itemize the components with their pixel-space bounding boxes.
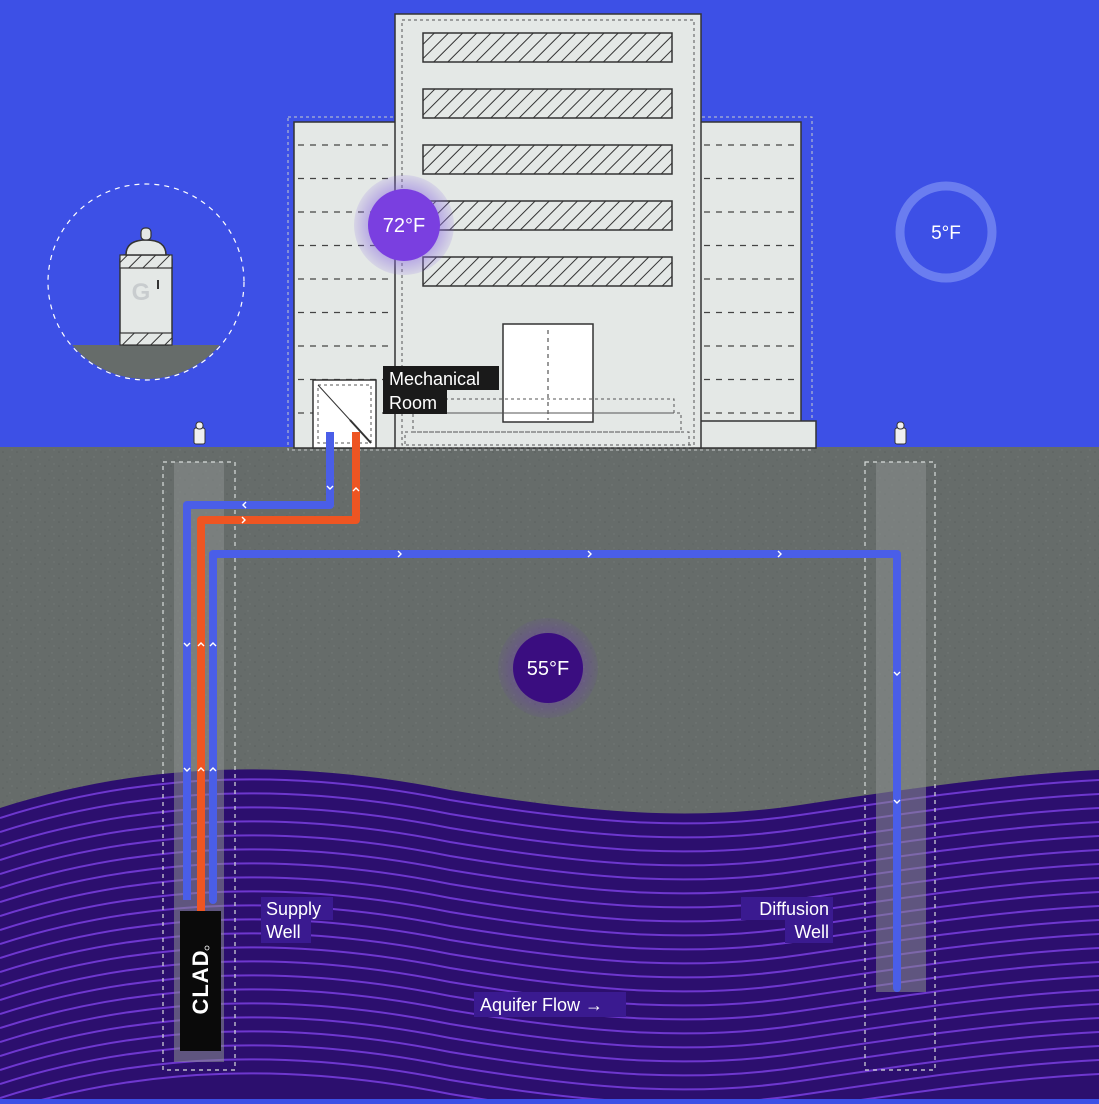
diffusion-pipe [209,550,901,992]
mechanical-room-label: Mechanical Room [383,366,499,414]
svg-text:Aquifer Flow →: Aquifer Flow → [480,995,603,1015]
flow-arrow-icon [893,671,901,676]
window-band [422,200,673,231]
hot-return-pipe [197,432,360,915]
flow-arrow-icon [197,642,205,647]
window-bands [422,32,673,287]
window-band [422,144,673,175]
entrance-steps [404,398,690,449]
svg-text:Supply: Supply [266,899,321,919]
svg-text:Diffusion: Diffusion [759,899,829,919]
window-band [422,256,673,287]
indoor-temperature: 72°F [383,215,425,237]
mechanical-room-unit [312,379,377,449]
flow-arrow-icon [777,550,782,558]
svg-text:Well: Well [266,922,301,942]
supply-wellhead-icon [193,421,206,445]
supply-well-label: Supply Well [261,897,333,943]
building-right-wing [699,121,802,423]
window-band [422,88,673,119]
flow-arrow-icon [209,767,217,772]
clad-pump: CLAD [180,911,221,1051]
flow-arrow-icon [183,642,191,647]
tank-letter: G [132,279,151,306]
entrance-door [502,323,594,423]
flow-arrow-icon [397,550,402,558]
svg-text:Mechanical: Mechanical [389,369,480,389]
indoor-temperature-badge: 72°F [354,175,454,275]
svg-text:Well: Well [794,922,829,942]
ground-temperature-badge: 55°F [498,618,598,718]
ground-temperature: 55°F [527,658,569,680]
pump-brand-label: CLAD [188,949,213,1014]
diffusion-wellhead-icon [894,421,907,445]
flow-direction-arrows [183,485,901,804]
flow-arrow-icon [183,767,191,772]
diffusion-well-label: Diffusion Well [741,897,833,943]
flow-arrow-icon [326,485,334,490]
flow-arrow-icon [242,501,247,509]
flow-arrow-icon [197,767,205,772]
cold-supply-pipe [183,432,334,900]
aquifer-flow-label: Aquifer Flow → [474,992,626,1017]
outdoor-temperature: 5°F [931,223,961,244]
window-band [422,32,673,63]
flow-arrow-icon [893,799,901,804]
flow-arrow-icon [209,642,217,647]
flow-arrow-icon [352,487,360,492]
outdoor-temperature-badge: 5°F [895,181,997,283]
flow-arrow-icon [241,516,246,524]
flow-arrow-icon [587,550,592,558]
svg-text:Room: Room [389,393,437,413]
